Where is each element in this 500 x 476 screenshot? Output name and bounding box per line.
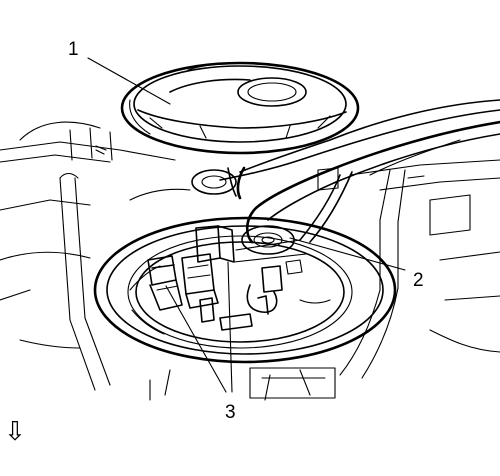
callout-1: 1: [68, 39, 79, 60]
wiring-harness: [219, 99, 500, 244]
down-arrow-icon: ⇩: [4, 417, 26, 447]
grommet-rear: [191, 169, 237, 195]
callout-3: 3: [225, 402, 236, 423]
grommet-harness: [241, 225, 295, 255]
fuel-pump-module: [129, 225, 331, 335]
floor-panel: [0, 121, 500, 401]
callout-2: 2: [413, 270, 424, 291]
leader-lines: [87, 57, 406, 393]
access-hole: [93, 216, 397, 364]
access-cover: [120, 61, 360, 155]
